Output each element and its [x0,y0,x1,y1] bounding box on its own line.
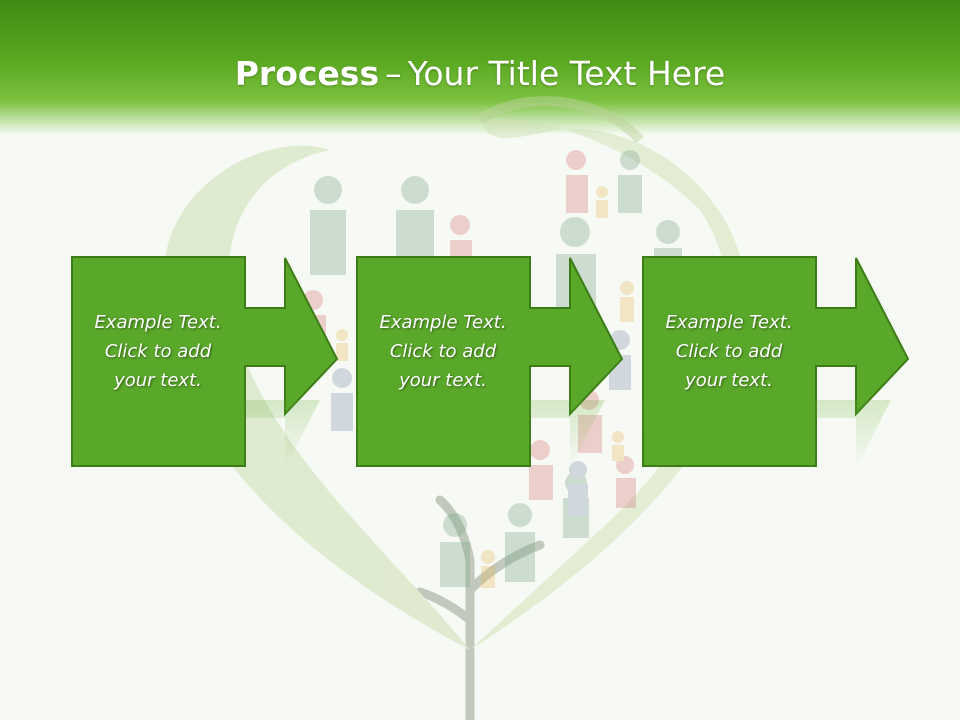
step-line-1: Example Text. [379,312,507,333]
step-line-2: Click to add [104,341,212,362]
step-text[interactable]: Example Text. Click to add your text. [356,308,530,395]
step-reflection [356,400,628,470]
title-banner [0,0,960,135]
title-bold: Process [234,54,380,93]
step-reflection [71,400,343,470]
process-step-2[interactable]: Example Text. Click to add your text. [356,256,628,468]
title-text: Your Title Text Here [407,54,726,93]
arrow-right-icon [356,256,624,467]
step-line-3: your text. [399,370,487,391]
step-line-3: your text. [114,370,202,391]
process-step-1[interactable]: Example Text. Click to add your text. [71,256,343,468]
step-line-1: Example Text. [94,312,222,333]
arrow-right-icon [71,256,339,467]
process-step-3[interactable]: Example Text. Click to add your text. [642,256,914,468]
step-reflection [642,400,914,470]
arrow-right-icon [642,256,910,467]
step-line-2: Click to add [675,341,783,362]
step-text[interactable]: Example Text. Click to add your text. [71,308,245,395]
step-line-3: your text. [685,370,773,391]
page-title: Process–Your Title Text Here [0,52,960,96]
step-line-1: Example Text. [665,312,793,333]
step-line-2: Click to add [389,341,497,362]
step-text[interactable]: Example Text. Click to add your text. [642,308,816,395]
title-dash: – [385,54,402,93]
